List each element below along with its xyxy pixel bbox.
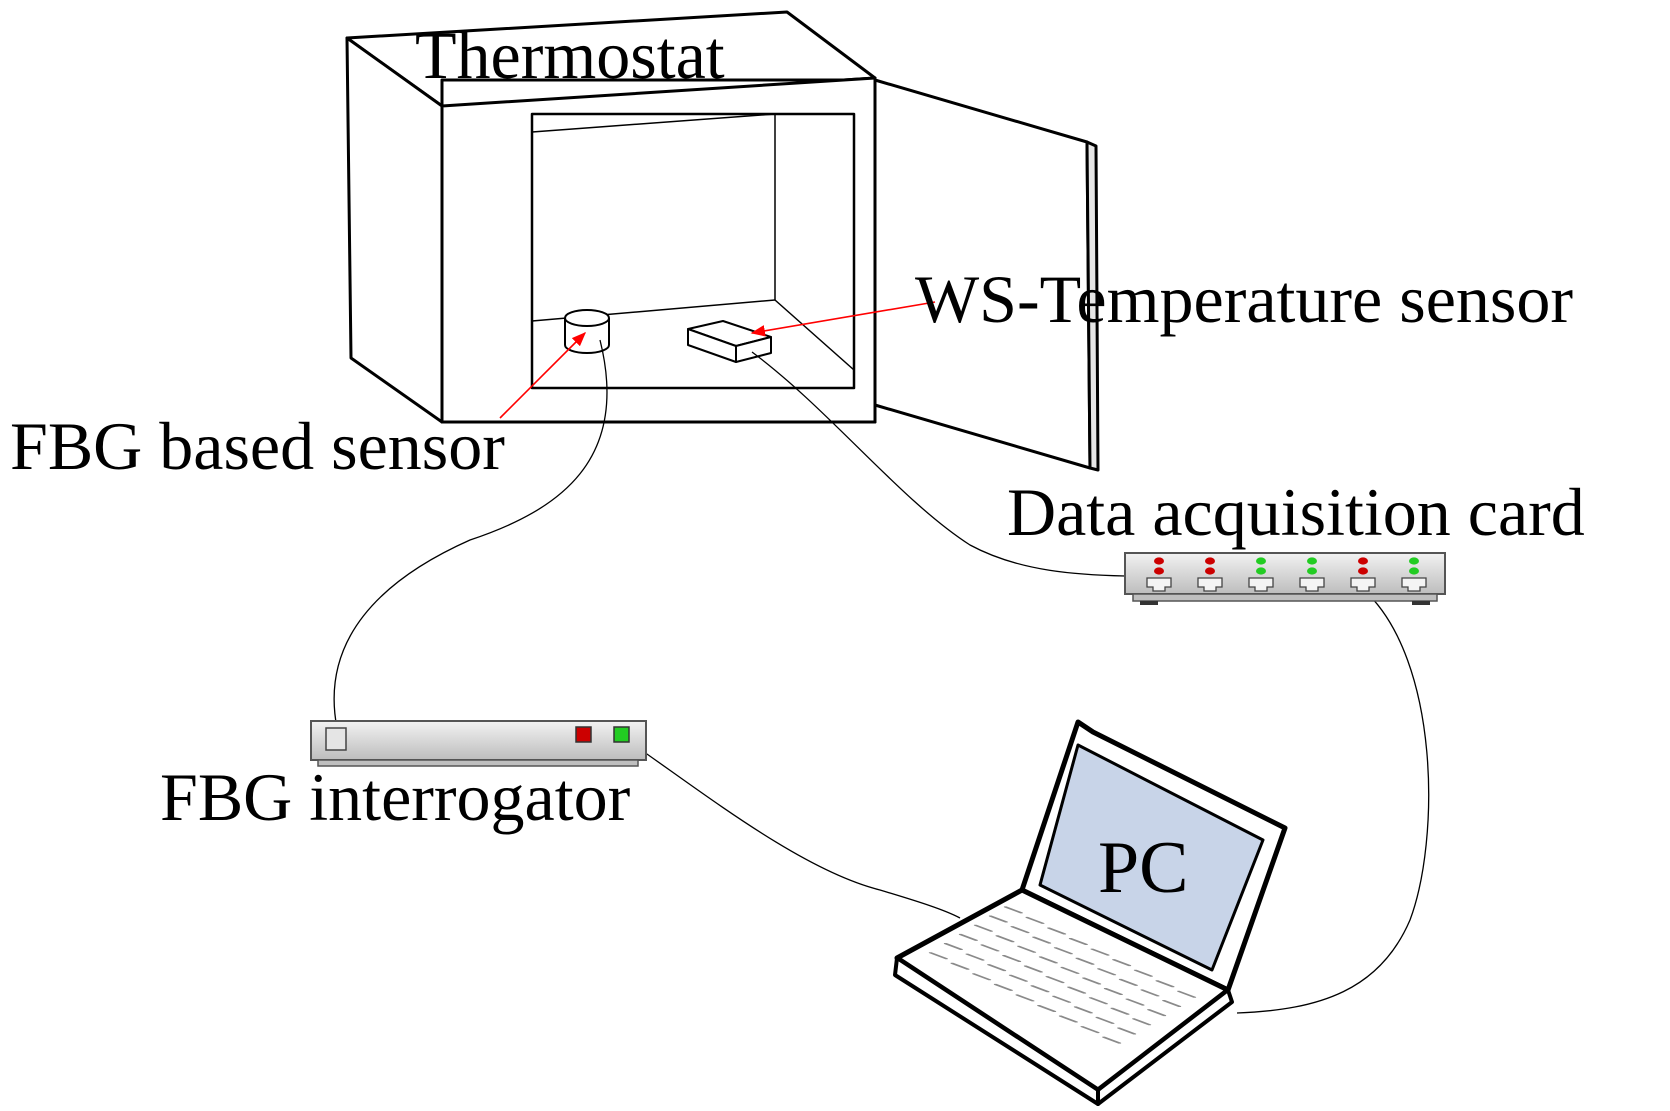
keyboard-key <box>928 952 948 960</box>
keyboard-key <box>1090 948 1110 956</box>
keyboard-key <box>973 924 993 932</box>
data-acquisition-card <box>1124 552 1446 605</box>
keyboard-key <box>1047 927 1067 935</box>
keyboard-key <box>1023 965 1043 973</box>
pc-label: PC <box>1098 827 1189 909</box>
daq-port-group <box>1146 557 1427 592</box>
keyboard-key <box>1117 1027 1137 1035</box>
keyboard-key <box>1110 1007 1130 1015</box>
daq-led-red <box>1205 567 1215 575</box>
keyboard-key <box>1010 926 1030 934</box>
fbg-sensor-arrow <box>499 331 587 419</box>
keyboard-key <box>995 935 1015 943</box>
keyboard-key <box>1053 947 1073 955</box>
fbg-interrogator-device <box>310 720 647 767</box>
keyboard-key <box>1058 1015 1078 1023</box>
keyboard-key <box>993 983 1013 991</box>
daq-led-green <box>1307 567 1317 575</box>
cable-interrogator-to-pc <box>623 737 961 919</box>
keyboard-key <box>1052 995 1072 1003</box>
daq-port <box>1146 577 1172 592</box>
keyboard-key <box>1097 968 1117 976</box>
thermostat-door <box>873 78 1100 472</box>
keyboard-key <box>1147 1009 1167 1017</box>
keyboard-key <box>1075 957 1095 965</box>
fbg-sensor-label: FBG based sensor <box>10 408 505 484</box>
daq-led-red <box>1154 567 1164 575</box>
interrogator-led-green <box>613 726 630 743</box>
keyboard-key <box>950 962 970 970</box>
daq-led-red <box>1358 567 1368 575</box>
keyboard-key <box>988 915 1008 923</box>
keyboard-key <box>1003 906 1023 914</box>
keyboard-key <box>1162 999 1182 1007</box>
fiber-cable-sensor-to-interrogator <box>333 339 608 729</box>
laptop-pc <box>893 719 1288 1106</box>
keyboard-key <box>1060 966 1080 974</box>
keyboard-key <box>1037 1004 1057 1012</box>
daq-card-label: Data acquisition card <box>1007 474 1585 550</box>
keyboard-key <box>1095 1016 1115 1024</box>
keyboard-key <box>1025 916 1045 924</box>
keyboard-key <box>1102 1036 1122 1044</box>
keyboard-key <box>1133 969 1153 977</box>
keyboard-key <box>1118 978 1138 986</box>
daq-port <box>1197 577 1223 592</box>
keyboard-key <box>1082 977 1102 985</box>
keyboard-key <box>1177 990 1197 998</box>
daq-port <box>1248 577 1274 592</box>
keyboard-key <box>1140 989 1160 997</box>
thermostat-label: Thermostat <box>415 17 725 93</box>
keyboard-key <box>1032 936 1052 944</box>
daq-led-red <box>1358 557 1368 565</box>
ws-sensor-arrow <box>750 301 936 337</box>
keyboard-key <box>1038 956 1058 964</box>
keyboard-key <box>965 953 985 961</box>
laptop-screen <box>1038 743 1265 972</box>
interrogator-fiber-port <box>325 727 347 751</box>
keyboard-key <box>1045 976 1065 984</box>
cabinet-inner-left-edge <box>531 113 776 133</box>
interrogator-led-red <box>575 726 592 743</box>
daq-port <box>1350 577 1376 592</box>
keyboard-key <box>1068 938 1088 946</box>
keyboard-key <box>1088 997 1108 1005</box>
keyboard-key <box>972 973 992 981</box>
cable-ws-sensor-to-daq <box>751 351 1126 577</box>
keyboard-key <box>1008 974 1028 982</box>
daq-led-green <box>1409 567 1419 575</box>
cable-daq-to-pc <box>1236 589 1430 1014</box>
daq-led-red <box>1205 557 1215 565</box>
daq-port <box>1299 577 1325 592</box>
fbg-interrogator-label: FBG interrogator <box>160 759 631 835</box>
keyboard-key <box>987 964 1007 972</box>
keyboard-key <box>1030 985 1050 993</box>
daq-led-green <box>1409 557 1419 565</box>
keyboard-key <box>943 943 963 951</box>
keyboard-key <box>1080 1026 1100 1034</box>
ws-sensor-box <box>687 320 772 363</box>
keyboard-key <box>1132 1018 1152 1026</box>
keyboard-key <box>1125 998 1145 1006</box>
daq-led-red <box>1154 557 1164 565</box>
laptop-keyboard <box>928 906 1197 1044</box>
daq-port <box>1401 577 1427 592</box>
keyboard-key <box>1112 959 1132 967</box>
keyboard-key <box>1015 994 1035 1002</box>
keyboard-key <box>1002 954 1022 962</box>
keyboard-key <box>958 933 978 941</box>
keyboard-key <box>1155 980 1175 988</box>
keyboard-key <box>1017 945 1037 953</box>
keyboard-key <box>1103 988 1123 996</box>
ws-sensor-label: WS-Temperature sensor <box>915 261 1573 337</box>
cabinet-side <box>345 36 444 424</box>
daq-led-green <box>1307 557 1317 565</box>
daq-led-green <box>1256 567 1266 575</box>
keyboard-key <box>980 944 1000 952</box>
daq-led-green <box>1256 557 1266 565</box>
keyboard-key <box>1073 1006 1093 1014</box>
keyboard-key <box>1067 986 1087 994</box>
